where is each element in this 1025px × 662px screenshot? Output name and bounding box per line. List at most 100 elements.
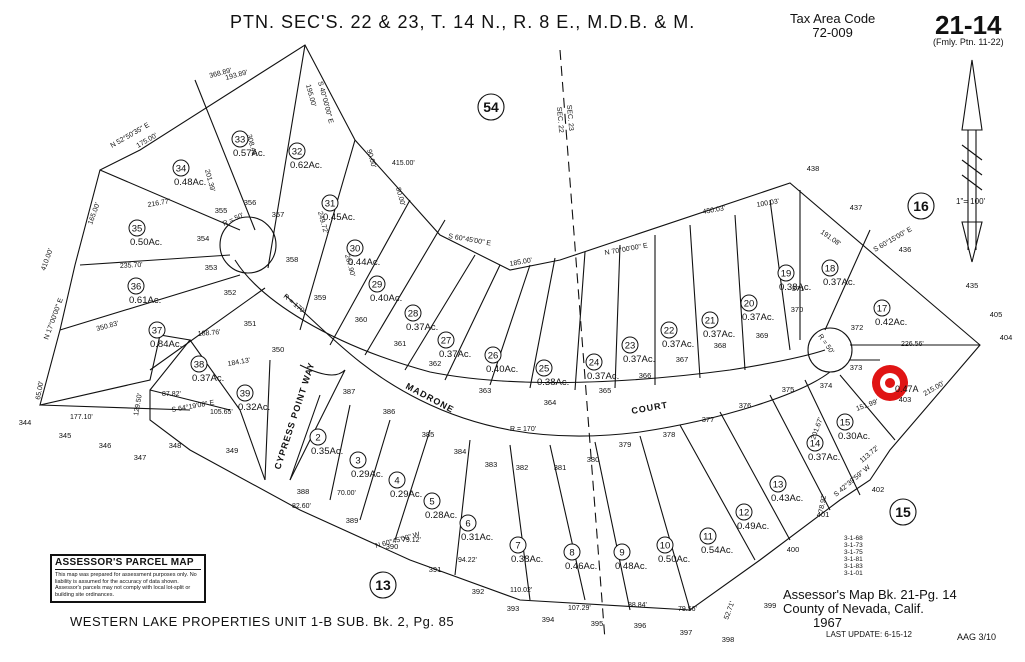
parcel-10: 100.50Ac. [656, 536, 690, 565]
curve-label: R = 170' [510, 426, 536, 433]
parcel-28: 280.37Ac. [404, 304, 438, 333]
dimension-label: 201.67' [810, 417, 824, 441]
aag-stamp: AAG 3/10 [957, 632, 997, 642]
parcel-number: 8 [569, 548, 574, 559]
parcel-number: 2 [315, 433, 320, 444]
parcel-acreage: 0.37Ac. [808, 452, 840, 463]
lot-number: 379 [619, 440, 632, 449]
lot-number: 393 [507, 604, 520, 613]
lot-number: 382 [516, 463, 529, 472]
parcel-acreage: 0.37Ac. [703, 329, 735, 340]
parcel-acreage: 0.37Ac. [662, 339, 694, 350]
parcel-number: 7 [515, 541, 520, 552]
neighbor-label-54: 54 [483, 99, 499, 115]
parcel-9: 9 0.48Ac. [613, 543, 647, 572]
lot-number: 399 [764, 601, 777, 610]
parcel-number: 28 [408, 309, 419, 320]
parcel-acreage: 0.28Ac. [425, 510, 457, 521]
lot-number: 396 [634, 621, 647, 630]
parcel-number: 34 [176, 164, 187, 175]
dimension-label: 79.12' [402, 537, 421, 544]
neighbor-map-13 [369, 571, 397, 599]
dimension-label: 226.56' [901, 341, 924, 348]
parcel-number-circle [368, 275, 386, 293]
parcel-23: 230.37Ac. [621, 336, 655, 365]
parcel-acreage: 0.45Ac. [323, 212, 355, 223]
dimension-label: 450.03' [702, 205, 726, 216]
lot-number: 348 [169, 441, 182, 450]
street-cypress: CYPRESS POINT WAY [272, 361, 316, 471]
parcel-number: 39 [240, 389, 251, 400]
parcel-number-circle [288, 142, 306, 160]
parcel-15: 150.30Ac. [836, 413, 870, 442]
parcel-number-circle [873, 299, 891, 317]
parcel-acreage: 0.29Ac. [351, 469, 383, 480]
lot-number: 380 [587, 455, 600, 464]
dimension-label: 94.22' [458, 557, 477, 564]
parcel-number: 31 [325, 199, 336, 210]
parcel-6: 60.31Ac. [459, 514, 493, 543]
parcel-17: 170.42Ac. [873, 299, 907, 328]
dimension-label: 195.00' [304, 84, 317, 108]
parcel-number-circle [128, 219, 146, 237]
parcel-number-circle [190, 355, 208, 373]
assessor-reference: Assessor's Map Bk. 21-Pg. 14 County of N… [783, 588, 957, 630]
lot-number: 388 [297, 487, 310, 496]
section-line [559, 49, 606, 641]
curve-label: R = 170' [282, 293, 306, 315]
parcel-26: 260.40Ac. [484, 346, 518, 375]
subdivision-name: WESTERN LAKE PROPERTIES UNIT 1-B SUB. Bk… [70, 614, 455, 629]
parcel-number-circle [563, 543, 581, 561]
lot-number: 372 [851, 323, 864, 332]
lot-lines-south [289, 374, 896, 611]
parcel-5: 50.28Ac. [423, 492, 457, 521]
dimension-label: 52.71' [723, 601, 736, 621]
parcel-number: 9 [619, 548, 624, 559]
lot-number: 384 [454, 447, 467, 456]
parcel-acreage: 0.61Ac. [129, 295, 161, 306]
bearing-label: S 40°00'00" E [316, 80, 335, 124]
legend-title: ASSESSOR'S PARCEL MAP [55, 557, 201, 570]
parcel-11: 110.54Ac. [699, 527, 733, 556]
parcel-number-circle [701, 311, 719, 329]
lot-number: 354 [197, 234, 210, 243]
neighbor-label-16: 16 [913, 198, 929, 214]
parcel-acreage: 0.37Ac. [742, 312, 774, 323]
lot-number: 358 [286, 255, 299, 264]
lot-number: 391 [429, 565, 442, 574]
parcel-38: 380.37Ac. [190, 355, 224, 384]
lot-number: 402 [872, 485, 885, 494]
dimension-label: 87.82' [162, 391, 181, 398]
parcel-12: 120.49Ac. [735, 503, 769, 532]
parcel-2: 20.35Ac. [309, 428, 343, 457]
parcel-number: 26 [488, 351, 499, 362]
parcel-number: 22 [664, 326, 675, 337]
dimension-label: 80.00' [394, 187, 406, 207]
lot-number: 394 [542, 615, 555, 624]
parcel-29: 290.40Ac. [368, 275, 402, 304]
parcel-number: 25 [539, 364, 550, 375]
map-number: 21-14 [935, 10, 1002, 40]
cul-de-sac-east [807, 327, 853, 373]
parcel-acreage: 0.37Ac. [623, 354, 655, 365]
lot-number: 368 [714, 341, 727, 350]
parcel-number: 20 [744, 299, 755, 310]
neighbor-map-54 [477, 93, 505, 121]
lot-number: 375 [782, 385, 795, 394]
parcel-number: 17 [877, 304, 888, 315]
parcel-number: 38 [194, 360, 205, 371]
dimension-label: 90.00' [365, 149, 377, 169]
tax-area-label: Tax Area Code [790, 11, 876, 26]
history-stamp: 3-1-75 [844, 549, 863, 556]
dimension-label: 88.84' [628, 602, 647, 609]
parcel-number: 30 [350, 244, 361, 255]
parcel-number: 29 [372, 280, 383, 291]
parcel-acreage: 0.48Ac. [615, 561, 647, 572]
assessor-book: Assessor's Map Bk. 21-Pg. 14 [783, 587, 957, 602]
parcel-number-circle [437, 331, 455, 349]
dimension-label: 129.50' [133, 393, 144, 417]
lot-number: 403 [899, 395, 912, 404]
parcel-number-circle [484, 346, 502, 364]
parcel-acreage: 0.62Ac. [290, 160, 322, 171]
parcel-number: 27 [441, 336, 452, 347]
